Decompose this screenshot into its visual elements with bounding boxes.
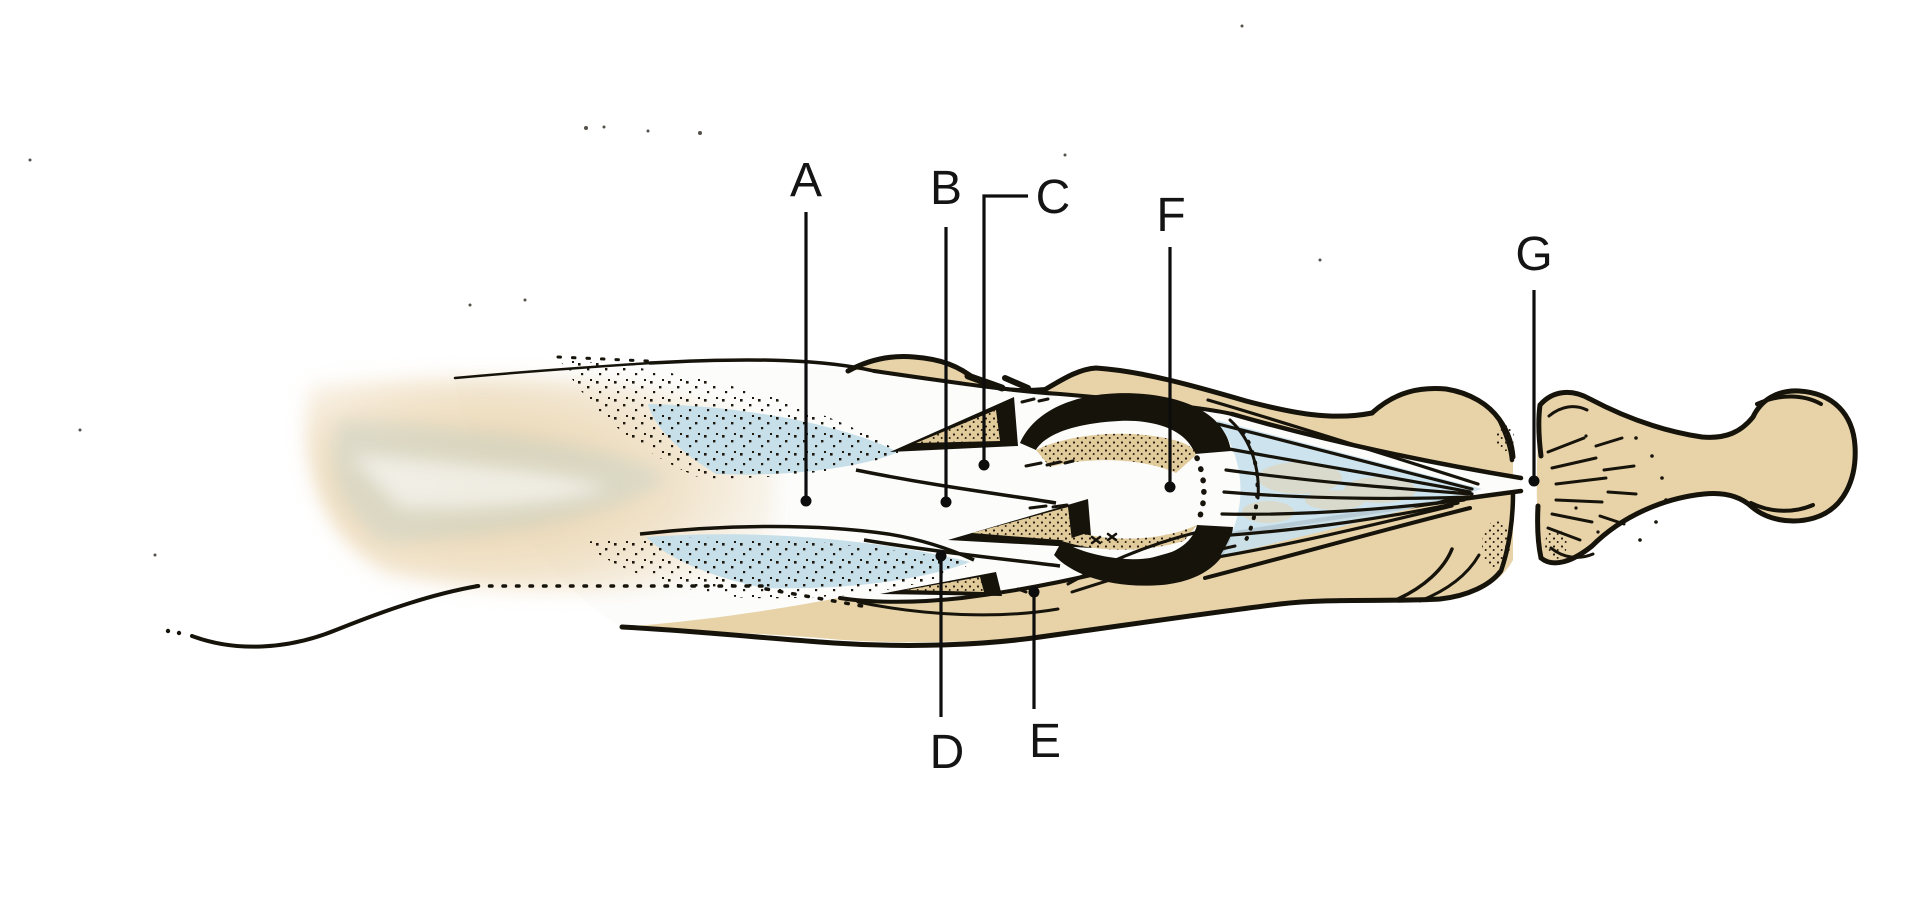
paper-specks xyxy=(28,24,1322,557)
label-c: C xyxy=(1036,171,1071,224)
tendon-insertion-fibers xyxy=(1546,436,1638,542)
leader-b xyxy=(940,227,952,508)
insertion-specks xyxy=(1574,434,1668,542)
leader-lines xyxy=(800,194,1540,717)
bone-distal-phalanx xyxy=(1536,390,1856,563)
fiber-fan xyxy=(1066,398,1482,594)
leader-e xyxy=(1028,586,1040,709)
label-d: D xyxy=(930,726,965,779)
label-b: B xyxy=(930,162,962,215)
label-g: G xyxy=(1515,228,1552,281)
lateral-band-upper xyxy=(560,360,900,479)
lateral-band-lower xyxy=(582,524,975,599)
leader-d xyxy=(935,550,947,717)
labels: A B C D E F G xyxy=(790,154,1553,779)
tail-dots xyxy=(165,628,182,636)
joint-gap-texture xyxy=(1482,425,1567,569)
label-a: A xyxy=(790,154,822,207)
sawtooth-wedges xyxy=(855,397,1092,596)
leader-f xyxy=(1164,247,1176,493)
fingertip-tail-curve xyxy=(190,584,480,649)
label-f: F xyxy=(1156,189,1185,242)
leader-g xyxy=(1528,290,1540,487)
leader-c xyxy=(978,194,1028,471)
label-e: E xyxy=(1029,715,1061,768)
leader-a xyxy=(800,212,812,507)
